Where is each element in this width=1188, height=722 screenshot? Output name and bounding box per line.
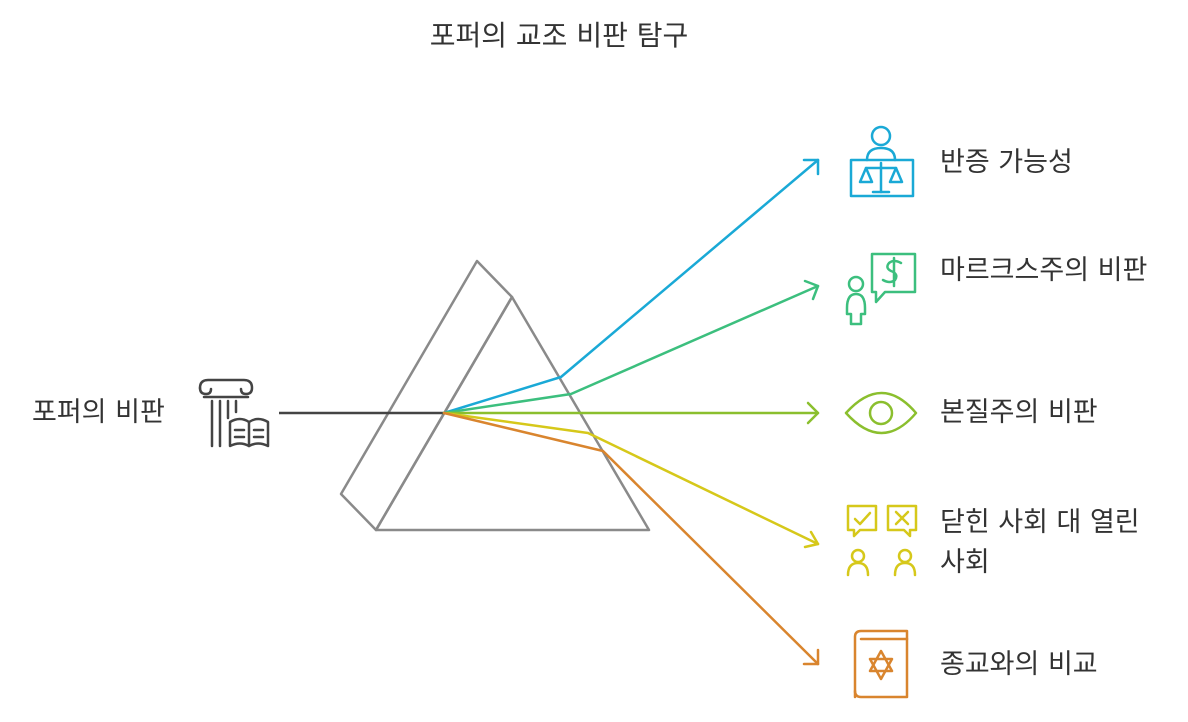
branch-label-religion: 종교와의 비교 bbox=[940, 649, 1098, 680]
person-dollar-speech-icon bbox=[845, 252, 917, 326]
arrowhead-essentialism bbox=[806, 401, 820, 425]
arrowhead-falsifiability bbox=[802, 158, 820, 176]
diagram-title: 포퍼의 교조 비판 탐구 bbox=[429, 19, 689, 52]
scales-person-icon bbox=[849, 125, 915, 198]
arrowhead-closed-open-society bbox=[803, 530, 820, 549]
arrowhead-religion bbox=[802, 648, 820, 666]
star-of-david-book-icon bbox=[853, 629, 909, 699]
arrowhead-marxism bbox=[803, 279, 820, 301]
source-label: 포퍼의 비판 bbox=[32, 397, 165, 428]
eye-icon bbox=[844, 391, 918, 435]
prism bbox=[339, 259, 651, 532]
column-book-icon bbox=[198, 378, 270, 448]
beam-marxism bbox=[442, 279, 820, 415]
branch-label-falsifiability: 반증 가능성 bbox=[940, 147, 1073, 178]
beam-falsifiability bbox=[442, 158, 820, 415]
beam-closed-open-society bbox=[442, 411, 820, 549]
branch-label-marxism: 마르크스주의 비판 bbox=[940, 255, 1148, 286]
beam-essentialism bbox=[442, 401, 820, 425]
branch-label-essentialism: 본질주의 비판 bbox=[940, 397, 1098, 428]
branch-label-closed-open-society: 닫힌 사회 대 열린 사회 bbox=[940, 507, 1140, 578]
prism-side-face bbox=[339, 259, 514, 532]
beam-religion bbox=[442, 411, 820, 666]
check-cross-people-icon bbox=[846, 504, 918, 577]
